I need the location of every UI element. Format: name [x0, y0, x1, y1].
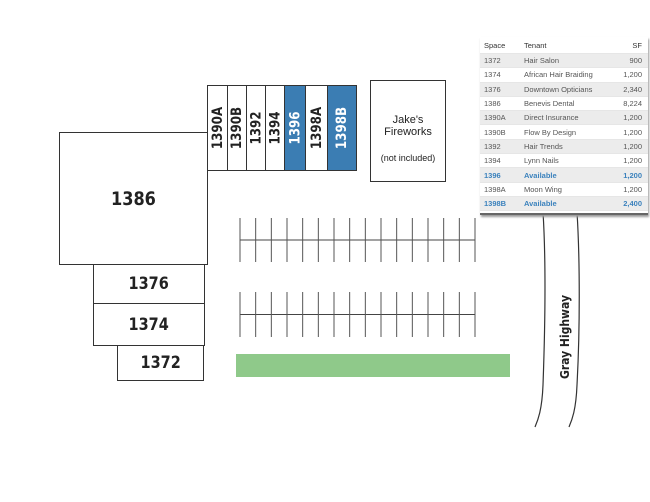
outparcel-jakes-fireworks[interactable]: Jake's Fireworks (not included) — [370, 80, 446, 182]
unit-1390b[interactable]: 1390B — [227, 85, 247, 171]
unit-1394[interactable]: 1394 — [265, 85, 285, 171]
cell-space: 1376 — [484, 84, 501, 94]
table-row: 1398A Moon Wing 1,200 — [480, 183, 648, 197]
table-row: 1372 Hair Salon 900 — [480, 54, 648, 69]
cell-sf: 1,200 — [623, 70, 642, 80]
cell-tenant: Flow By Design — [524, 127, 577, 137]
unit-label: 1398B — [334, 106, 351, 150]
cell-space: 1390B — [484, 127, 506, 137]
header-sf: SF — [632, 40, 642, 50]
unit-1398b[interactable]: 1398B — [327, 85, 357, 171]
cell-space: 1372 — [484, 56, 501, 66]
cell-space: 1374 — [484, 70, 501, 80]
highway-right-edge — [568, 211, 580, 428]
cell-sf: 8,224 — [623, 99, 642, 109]
header-space: Space — [484, 40, 506, 50]
unit-1392[interactable]: 1392 — [246, 85, 266, 171]
table-header: Space Tenant SF — [480, 37, 648, 54]
building-label: 1386 — [111, 187, 156, 210]
cell-space: 1394 — [484, 156, 501, 166]
building-1372[interactable]: 1372 — [117, 345, 204, 381]
building-label: 1372 — [140, 353, 181, 373]
cell-space: 1392 — [484, 141, 501, 151]
cell-sf: 2,340 — [623, 84, 642, 94]
cell-tenant: Available — [524, 170, 557, 180]
building-1386[interactable]: 1386 — [59, 132, 208, 265]
unit-label: 1398A — [308, 106, 325, 150]
building-1376[interactable]: 1376 — [93, 264, 205, 304]
cell-tenant: Available — [524, 199, 557, 209]
landscape-strip — [236, 354, 510, 377]
unit-label: 1394 — [267, 111, 283, 145]
cell-space: 1386 — [484, 99, 501, 109]
table-row: 1390B Flow By Design 1,200 — [480, 125, 648, 140]
building-label: 1374 — [128, 314, 170, 335]
building-label: 1376 — [128, 274, 170, 294]
cell-sf: 1,200 — [623, 184, 642, 194]
cell-sf: 1,200 — [623, 113, 642, 123]
table-row: 1396 Available 1,200 — [480, 168, 648, 183]
cell-tenant: Direct Insurance — [524, 113, 579, 123]
cell-tenant: Moon Wing — [524, 184, 562, 194]
table-row: 1398B Available 2,400 — [480, 196, 648, 212]
cell-sf: 1,200 — [623, 170, 642, 180]
cell-space: 1398B — [484, 199, 507, 209]
cell-tenant: Hair Salon — [524, 56, 560, 66]
unit-label: 1396 — [287, 111, 303, 145]
cell-sf: 1,200 — [623, 156, 642, 166]
cell-space: 1390A — [484, 113, 506, 123]
cell-sf: 900 — [629, 56, 642, 66]
cell-space: 1398A — [484, 184, 506, 194]
table-row: 1390A Direct Insurance 1,200 — [480, 111, 648, 126]
cell-tenant: Hair Trends — [524, 141, 563, 151]
header-tenant: Tenant — [524, 40, 547, 50]
cell-space: 1396 — [484, 170, 501, 180]
table-row: 1394 Lynn Nails 1,200 — [480, 154, 648, 169]
unit-1398a[interactable]: 1398A — [305, 85, 328, 171]
cell-tenant: Benevis Dental — [524, 99, 575, 109]
table-row: 1374 African Hair Braiding 1,200 — [480, 68, 648, 83]
highway-label: Gray Highway — [558, 294, 572, 380]
tenant-table: Space Tenant SF 1372 Hair Salon 900 1374 Afr… — [480, 37, 648, 215]
cell-sf: 1,200 — [623, 127, 642, 137]
parking-lot — [239, 218, 476, 337]
table-row: 1376 Downtown Opticians 2,340 — [480, 82, 648, 97]
unit-label: 1390A — [209, 106, 226, 150]
cell-sf: 1,200 — [623, 141, 642, 151]
unit-1390a[interactable]: 1390A — [207, 85, 228, 171]
outparcel-name: Jake's Fireworks — [384, 114, 432, 138]
cell-tenant: African Hair Braiding — [524, 70, 593, 80]
cell-tenant: Downtown Opticians — [524, 84, 593, 94]
unit-label: 1392 — [248, 111, 264, 145]
cell-tenant: Lynn Nails — [524, 156, 559, 166]
unit-1396[interactable]: 1396 — [284, 85, 306, 171]
table-row: 1386 Benevis Dental 8,224 — [480, 97, 648, 112]
building-1374[interactable]: 1374 — [93, 303, 205, 346]
cell-sf: 2,400 — [623, 199, 642, 209]
unit-label: 1390B — [229, 106, 246, 150]
table-row: 1392 Hair Trends 1,200 — [480, 139, 648, 155]
highway-left-edge — [534, 211, 546, 428]
outparcel-note: (not included) — [380, 153, 436, 163]
